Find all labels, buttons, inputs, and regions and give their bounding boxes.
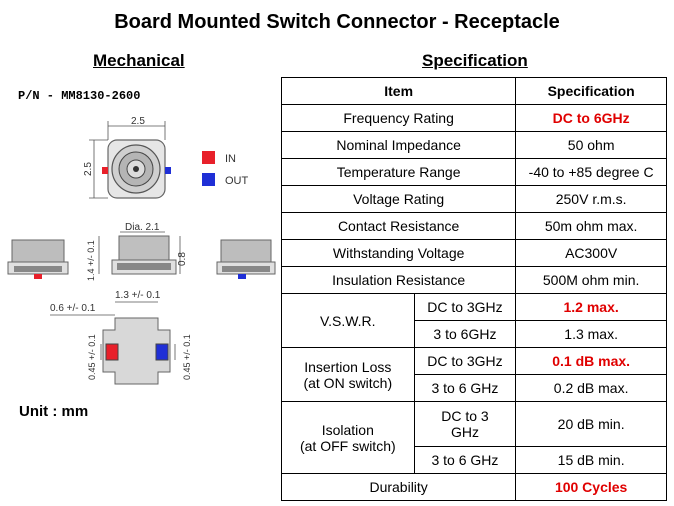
- temperature-item: Temperature Range: [280, 158, 517, 186]
- table-row: V.S.W.R. DC to 3GHz 1.2 max.: [281, 293, 667, 348]
- insertion-item-line2: (at ON switch): [303, 374, 393, 391]
- table-row: Contact Resistance 50m ohm max.: [280, 212, 667, 240]
- footprint-view: 1.3 +/- 0.1 0.6 +/- 0.1 0.45 +/- 0.1 0.4…: [50, 290, 192, 385]
- isolation-value-1: 20 dB min.: [515, 401, 667, 447]
- withstanding-value: AC300V: [515, 239, 667, 267]
- contact-resistance-value: 50m ohm max.: [515, 212, 667, 240]
- insertion-item-line1: Insertion Loss: [304, 358, 392, 375]
- in-legend-label: IN: [225, 153, 236, 165]
- temperature-value: -40 to +85 degree C: [515, 158, 667, 186]
- dim-height: 0.8: [177, 252, 188, 266]
- table-header-row: Item Specification: [280, 77, 667, 105]
- table-row: 3 to 6 GHz 0.2 dB max.: [282, 374, 667, 402]
- unit-label: Unit : mm: [19, 403, 89, 420]
- table-row: Insulation Resistance 500M ohm min.: [280, 266, 667, 294]
- contact-resistance-item: Contact Resistance: [280, 212, 517, 240]
- isolation-item-line1: Isolation: [321, 421, 374, 438]
- vswr-value-1: 1.2 max.: [515, 293, 667, 321]
- insertion-value-2: 0.2 dB max.: [515, 374, 667, 402]
- specification-table: Item Specification Frequency Rating DC t…: [280, 77, 667, 501]
- isolation-cond-2: 3 to 6 GHz: [413, 446, 517, 474]
- voltage-value: 250V r.m.s.: [515, 185, 667, 213]
- in-pad-marker: [102, 167, 108, 174]
- dim-pad-right: 0.45 +/- 0.1: [182, 334, 192, 380]
- isolation-cond-1-line1: DC to 3: [441, 408, 489, 424]
- insertion-cond-1: DC to 3GHz: [413, 347, 517, 375]
- isolation-item: Isolation (at OFF switch): [281, 401, 415, 474]
- vswr-item: V.S.W.R.: [281, 293, 415, 348]
- dim-pad-left: 0.45 +/- 0.1: [87, 334, 97, 380]
- insertion-cond-2: 3 to 6 GHz: [413, 374, 517, 402]
- insertion-value-1: 0.1 dB max.: [515, 347, 667, 375]
- isolation-cond-1-line2: GHz: [450, 424, 479, 440]
- top-view: 2.5 2.5: [83, 116, 171, 199]
- insertion-item: Insertion Loss (at ON switch): [281, 347, 415, 402]
- table-row: Insertion Loss (at ON switch) DC to 3GHz…: [281, 347, 667, 402]
- impedance-item: Nominal Impedance: [280, 131, 517, 159]
- table-row: Voltage Rating 250V r.m.s.: [280, 185, 667, 213]
- vswr-cond-2: 3 to 6GHz: [413, 320, 517, 348]
- table-row: Frequency Rating DC to 6GHz: [280, 104, 667, 132]
- dim-top-width: 2.5: [131, 116, 145, 127]
- dim-diameter: Dia. 2.1: [125, 222, 160, 233]
- isolation-value-2: 15 dB min.: [515, 446, 667, 474]
- dim-side-height: 2.5: [83, 162, 94, 176]
- frequency-value: DC to 6GHz: [515, 104, 667, 132]
- voltage-item: Voltage Rating: [280, 185, 517, 213]
- dim-pad-offset: 0.6 +/- 0.1: [50, 303, 96, 314]
- isolation-item-line2: (at OFF switch): [299, 437, 396, 454]
- out-pad-marker: [165, 167, 171, 174]
- table-row: 3 to 6 GHz 15 dB min.: [282, 446, 667, 474]
- mechanical-heading: Mechanical: [93, 51, 185, 70]
- durability-item: Durability: [280, 473, 517, 501]
- header-spec: Specification: [515, 77, 667, 105]
- table-row: Durability 100 Cycles: [280, 473, 667, 501]
- header-item: Item: [280, 77, 517, 105]
- table-row: Isolation (at OFF switch) DC to 3 GHz 20…: [281, 401, 667, 474]
- impedance-value: 50 ohm: [515, 131, 667, 159]
- durability-value: 100 Cycles: [515, 473, 667, 501]
- page-title: Board Mounted Switch Connector - Recepta…: [114, 11, 560, 33]
- vswr-cond-1: DC to 3GHz: [413, 293, 517, 321]
- specification-heading: Specification: [422, 51, 528, 70]
- table-row: Temperature Range -40 to +85 degree C: [280, 158, 667, 186]
- mechanical-drawing: 2.5 2.5 IN OUT Dia. 2.1 0.8 1.4 +/- 0.1: [7, 116, 276, 385]
- dim-profile-height: 1.4 +/- 0.1: [86, 240, 96, 281]
- frequency-item: Frequency Rating: [280, 104, 517, 132]
- left-side-view: [7, 239, 69, 279]
- table-row: Nominal Impedance 50 ohm: [280, 131, 667, 159]
- in-legend-swatch: [202, 151, 215, 164]
- table-row: Withstanding Voltage AC300V: [280, 239, 667, 267]
- dim-pad-spacing: 1.3 +/- 0.1: [115, 290, 161, 301]
- right-side-view: [216, 239, 276, 279]
- center-side-view: Dia. 2.1 0.8 1.4 +/- 0.1: [86, 222, 188, 281]
- out-legend-label: OUT: [225, 175, 249, 187]
- isolation-cond-1: DC to 3 GHz: [413, 401, 517, 447]
- out-legend-swatch: [202, 173, 215, 186]
- part-number: P/N - MM8130-2600: [18, 89, 141, 103]
- vswr-value-2: 1.3 max.: [515, 320, 667, 348]
- withstanding-item: Withstanding Voltage: [280, 239, 517, 267]
- insulation-item: Insulation Resistance: [280, 266, 517, 294]
- insulation-value: 500M ohm min.: [515, 266, 667, 294]
- table-row: 3 to 6GHz 1.3 max.: [282, 320, 667, 348]
- legend: IN OUT: [202, 151, 249, 187]
